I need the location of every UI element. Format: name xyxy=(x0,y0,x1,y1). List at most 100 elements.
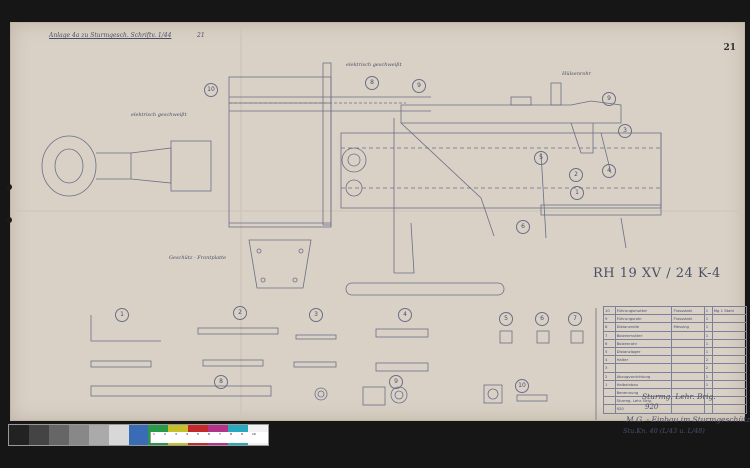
color-swatch xyxy=(88,425,109,445)
ruler-number: 2 xyxy=(164,432,166,436)
bom-cell xyxy=(711,371,748,381)
callout: 2 xyxy=(233,306,247,320)
bom-cell: 7 xyxy=(603,330,616,340)
bom-cell: Flussstahl xyxy=(671,305,705,316)
bom-cell: 1 xyxy=(703,347,713,357)
ruler-number: 5 xyxy=(197,432,199,436)
bom-cell: 2 xyxy=(603,371,616,381)
ruler-number: 6 xyxy=(208,432,210,436)
page-number: 21 xyxy=(723,43,736,53)
color-swatch xyxy=(28,425,49,445)
callout: 8 xyxy=(214,375,228,389)
bom-cell: Abzugvorrichtung xyxy=(614,371,673,381)
callout: 8 xyxy=(365,76,379,90)
title-unit: 920 xyxy=(645,403,659,411)
bom-cell xyxy=(711,388,748,398)
bom-cell: Führungsrohr xyxy=(614,314,673,324)
bom-cell: 9 xyxy=(603,314,616,324)
callout: 10 xyxy=(515,379,529,393)
drawing-sheet: Anlage 4a zu Sturmgesch. Schriftv. 1/44 … xyxy=(10,22,750,435)
bom-cell: 1 xyxy=(703,338,713,349)
bom-cell: Führungsmutter xyxy=(614,305,673,316)
label-elektrisch-geschweisst-left: elektrisch geschweißt xyxy=(131,112,187,118)
callout: 6 xyxy=(516,220,530,234)
ruler-number: 8 xyxy=(230,432,232,436)
bom-cell: 1 xyxy=(703,305,713,316)
bom-cell: Messing xyxy=(671,322,705,332)
bom-cell: Bolzenmutter xyxy=(614,330,673,340)
callout: 2 xyxy=(569,168,583,182)
callout: 1 xyxy=(570,186,584,200)
bom-cell: 2 xyxy=(703,363,713,373)
callout: 9 xyxy=(602,92,616,106)
bom-cell xyxy=(614,363,673,373)
bom-cell: 1 xyxy=(703,371,713,381)
bom-cell xyxy=(671,404,705,414)
bom-cell xyxy=(711,322,748,332)
callout: 4 xyxy=(398,308,412,322)
bom-cell: Flussstahl xyxy=(671,314,705,324)
callout: 7 xyxy=(568,312,582,326)
punch-hole xyxy=(6,184,12,190)
callout: 1 xyxy=(115,308,129,322)
bom-cell: Bolzenrohr xyxy=(614,338,673,349)
callout: 9 xyxy=(412,79,426,93)
bom-cell xyxy=(671,355,705,365)
ruler-number: 7 xyxy=(219,432,221,436)
bom-cell xyxy=(711,396,748,406)
title-org: Sturmg. Lehr. Brig. xyxy=(642,392,716,401)
color-swatch xyxy=(48,425,69,445)
callout: 4 xyxy=(602,164,616,178)
bom-cell: 10 xyxy=(603,305,616,316)
callout: 3 xyxy=(309,308,323,322)
bom-cell xyxy=(671,347,705,357)
bom-cell: Distanzrolle xyxy=(614,322,673,332)
bom-cell: Halbeinbau xyxy=(614,379,673,390)
bom-cell: 5 xyxy=(603,347,616,357)
bom-cell: Mg 1 Stahl xyxy=(711,305,748,316)
bom-cell xyxy=(671,363,705,373)
bom-cell: 8 xyxy=(603,322,616,332)
bom-cell: 920 xyxy=(614,404,673,414)
bom-row: Sturmg. Lehr. Brig. xyxy=(603,396,748,406)
header-number: 21 xyxy=(197,32,205,39)
callout: 10 xyxy=(204,83,218,97)
ruler-number: 9 xyxy=(241,432,243,436)
bom-cell xyxy=(711,379,748,390)
bom-cell: Halter xyxy=(614,355,673,365)
label-elektrisch-geschweisst-top: elektrisch geschweißt xyxy=(346,62,402,68)
bom-cell: 1 xyxy=(703,314,713,324)
color-swatch xyxy=(9,425,29,445)
bom-cell xyxy=(671,371,705,381)
bom-cell: Distanzlager xyxy=(614,347,673,357)
title-variant: Stu.Kn. 40 (L/43 u. L/48) xyxy=(623,427,705,435)
callout: 3 xyxy=(618,124,632,138)
color-swatch xyxy=(108,425,129,445)
bom-cell: 6 xyxy=(603,338,616,349)
bom-cell xyxy=(671,330,705,340)
bom-cell xyxy=(711,347,748,357)
bom-cell xyxy=(711,314,748,324)
bom-cell xyxy=(711,355,748,365)
bom-cell: 2 xyxy=(703,355,713,365)
ruler-number: 3 xyxy=(175,432,177,436)
bom-cell xyxy=(711,404,748,414)
bom-cell: 1 xyxy=(703,379,713,390)
bom-cell xyxy=(603,396,616,406)
bom-cell: 1 xyxy=(703,322,713,332)
bom-cell: 1 xyxy=(603,379,616,390)
header-note: Anlage 4a zu Sturmgesch. Schriftv. 1/44 xyxy=(49,32,172,39)
ruler-number: 1 xyxy=(153,432,155,436)
bom-row: 920 xyxy=(603,404,748,414)
callout: 5 xyxy=(499,312,513,326)
bom-cell xyxy=(703,404,713,414)
